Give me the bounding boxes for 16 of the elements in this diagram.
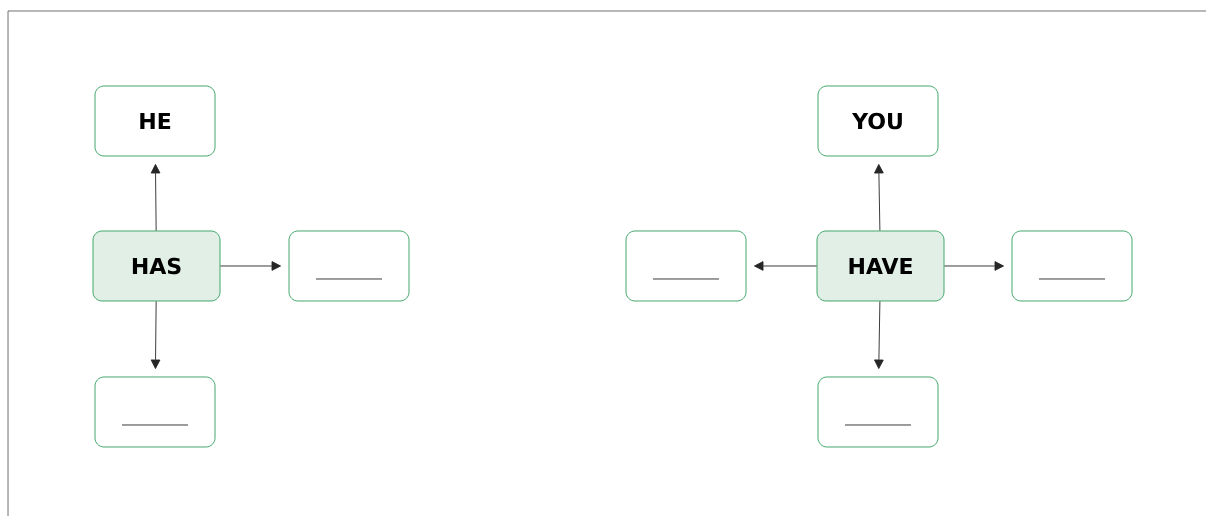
- arrow: [150, 301, 161, 369]
- word-box: HAVE: [816, 230, 945, 302]
- answer-box: [1011, 230, 1133, 302]
- arrow: [874, 301, 884, 369]
- word-box: YOU: [817, 85, 939, 157]
- arrow: [944, 261, 1004, 271]
- answer-box: [94, 376, 216, 448]
- arrow: [874, 164, 884, 231]
- word-box: HAS: [92, 230, 221, 302]
- arrow: [754, 261, 817, 271]
- word-box: HE: [94, 85, 216, 157]
- arrow: [220, 261, 281, 271]
- answer-box: [288, 230, 410, 302]
- answer-box: [625, 230, 747, 302]
- answer-box: [817, 376, 939, 448]
- arrow: [150, 164, 161, 231]
